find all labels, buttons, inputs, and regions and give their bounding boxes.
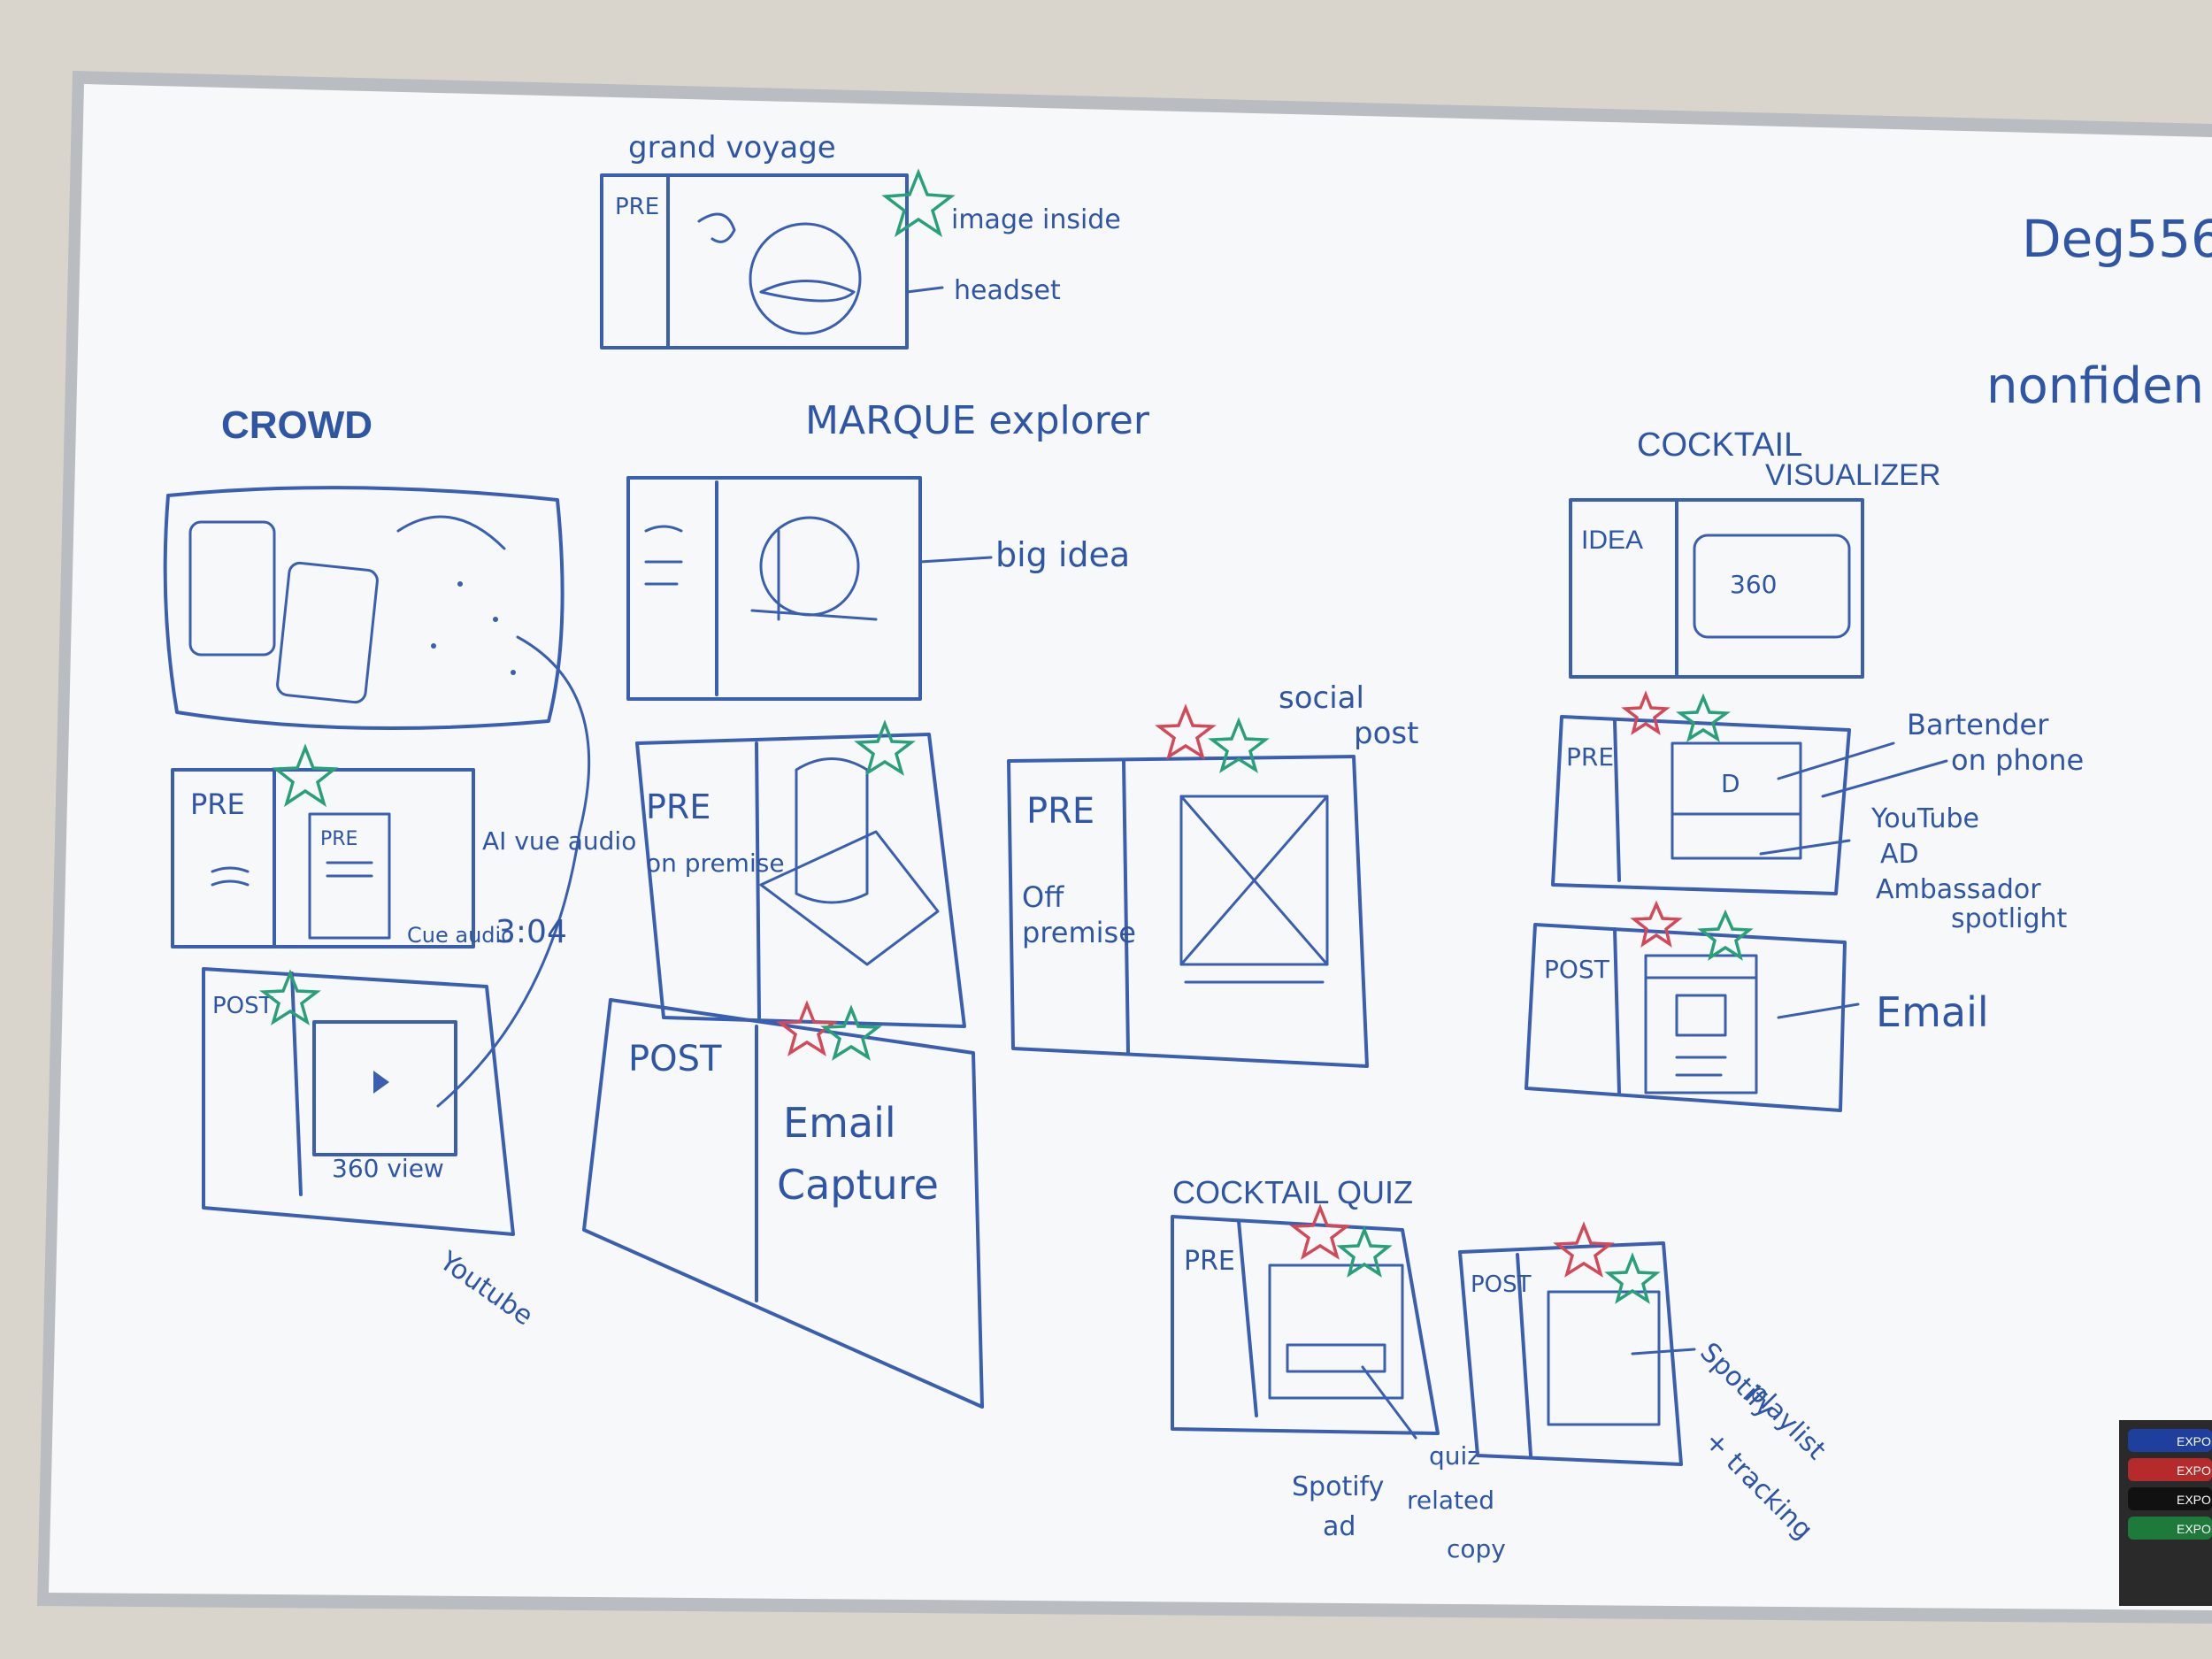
marker-blue (2128, 1429, 2212, 1452)
marque-stars (776, 719, 916, 1061)
quiz-copy-line-2: related (1407, 1486, 1494, 1515)
marque-pre: PRE (646, 787, 710, 826)
whiteboard-surface (49, 84, 2212, 1610)
big-idea-label: big idea (995, 535, 1130, 574)
quiz-title: COCKTAIL QUIZ (1172, 1174, 1413, 1210)
crowd-title: CROWD (221, 403, 373, 447)
corner-note: nonfiden (1986, 357, 2204, 415)
social-pre: PRE (1026, 791, 1094, 832)
marque-sketch: MARQUE explorer big idea PRE on premise … (582, 398, 1150, 1409)
marker-label-3: EXPO (2177, 1493, 2211, 1507)
corner-code: Deg5569 (2022, 209, 2212, 269)
social-post-sketch: social post PRE Off premise (1007, 680, 1418, 1068)
social-title-1: social (1279, 680, 1364, 716)
marker-label-2: EXPO (2177, 1463, 2211, 1478)
spotify-ad-line-2: ad (1323, 1511, 1356, 1542)
marker-label-4: EXPO (2177, 1522, 2211, 1536)
quiz-copy-line-3: copy (1447, 1534, 1506, 1563)
crowd-time: 3:04 (495, 914, 567, 950)
visualizer-title-1: COCKTAIL (1637, 426, 1802, 464)
crowd-pre: PRE (190, 787, 245, 821)
marker-label-1: EXPO (2177, 1434, 2211, 1448)
quiz-pre: PRE (1184, 1246, 1235, 1277)
bartender-line-2: on phone (1951, 743, 2084, 777)
social-title-2: post (1354, 716, 1418, 751)
cue-audio-label: Cue audio (407, 923, 514, 948)
visualizer-pre: PRE (1566, 742, 1614, 772)
ai-audio-label: AI vue audio (482, 826, 636, 856)
visualizer-post: POST (1544, 955, 1610, 984)
spotify-ad-line-1: Spotify (1292, 1471, 1384, 1502)
bartender-line-1: Bartender (1907, 708, 2049, 741)
marker-red (2128, 1458, 2212, 1481)
grand-voyage-green-star (881, 168, 956, 238)
crowd-inner-pre: PRE (320, 828, 357, 850)
visualizer-pre-play: D (1721, 769, 1740, 798)
youtube-ad-line-2: AD (1880, 839, 1919, 870)
quiz-post: POST (1471, 1271, 1532, 1298)
youtube-ad-line-1: YouTube (1870, 803, 1979, 834)
grand-voyage-pre: PRE (615, 194, 659, 220)
visualizer-title-2: VISUALIZER (1765, 458, 1940, 492)
grand-voyage-sketch: grand voyage PRE image inside headset (600, 130, 1121, 349)
on-premise-label: on premise (646, 849, 785, 878)
social-stars (1155, 703, 1270, 773)
headset-label: headset (954, 275, 1061, 306)
email-capture-line-1: Email (783, 1099, 896, 1147)
crowd-green-stars (259, 743, 339, 1025)
youtube-ad-line-3: Ambassador (1876, 874, 2041, 905)
image-inside-label: image inside (951, 204, 1121, 235)
marker-green (2128, 1517, 2212, 1540)
crowd-360-caption: 360 view (332, 1154, 444, 1183)
off-premise-line-1: Off (1022, 880, 1064, 914)
visualizer-email: Email (1876, 988, 1989, 1036)
crowd-post: POST (212, 993, 273, 1019)
grand-voyage-title: grand voyage (628, 130, 836, 165)
email-capture-line-2: Capture (777, 1161, 939, 1209)
visualizer-inner: 360 (1730, 570, 1777, 599)
quiz-stars (1289, 1203, 1661, 1304)
marque-post: POST (628, 1039, 722, 1079)
off-premise-line-2: premise (1022, 916, 1136, 949)
cocktail-visualizer-sketch: COCKTAIL VISUALIZER IDEA 360 PRE D Barte… (1525, 426, 2084, 1112)
marque-title: MARQUE explorer (805, 398, 1150, 443)
youtube-ad-line-4: spotlight (1951, 903, 2068, 934)
quiz-copy-line-1: quiz (1429, 1441, 1480, 1471)
marker-black (2128, 1487, 2212, 1510)
marker-tray: EXPO EXPO EXPO EXPO (2119, 1420, 2212, 1606)
visualizer-idea: IDEA (1581, 526, 1643, 555)
visualizer-stars (1621, 690, 1754, 961)
